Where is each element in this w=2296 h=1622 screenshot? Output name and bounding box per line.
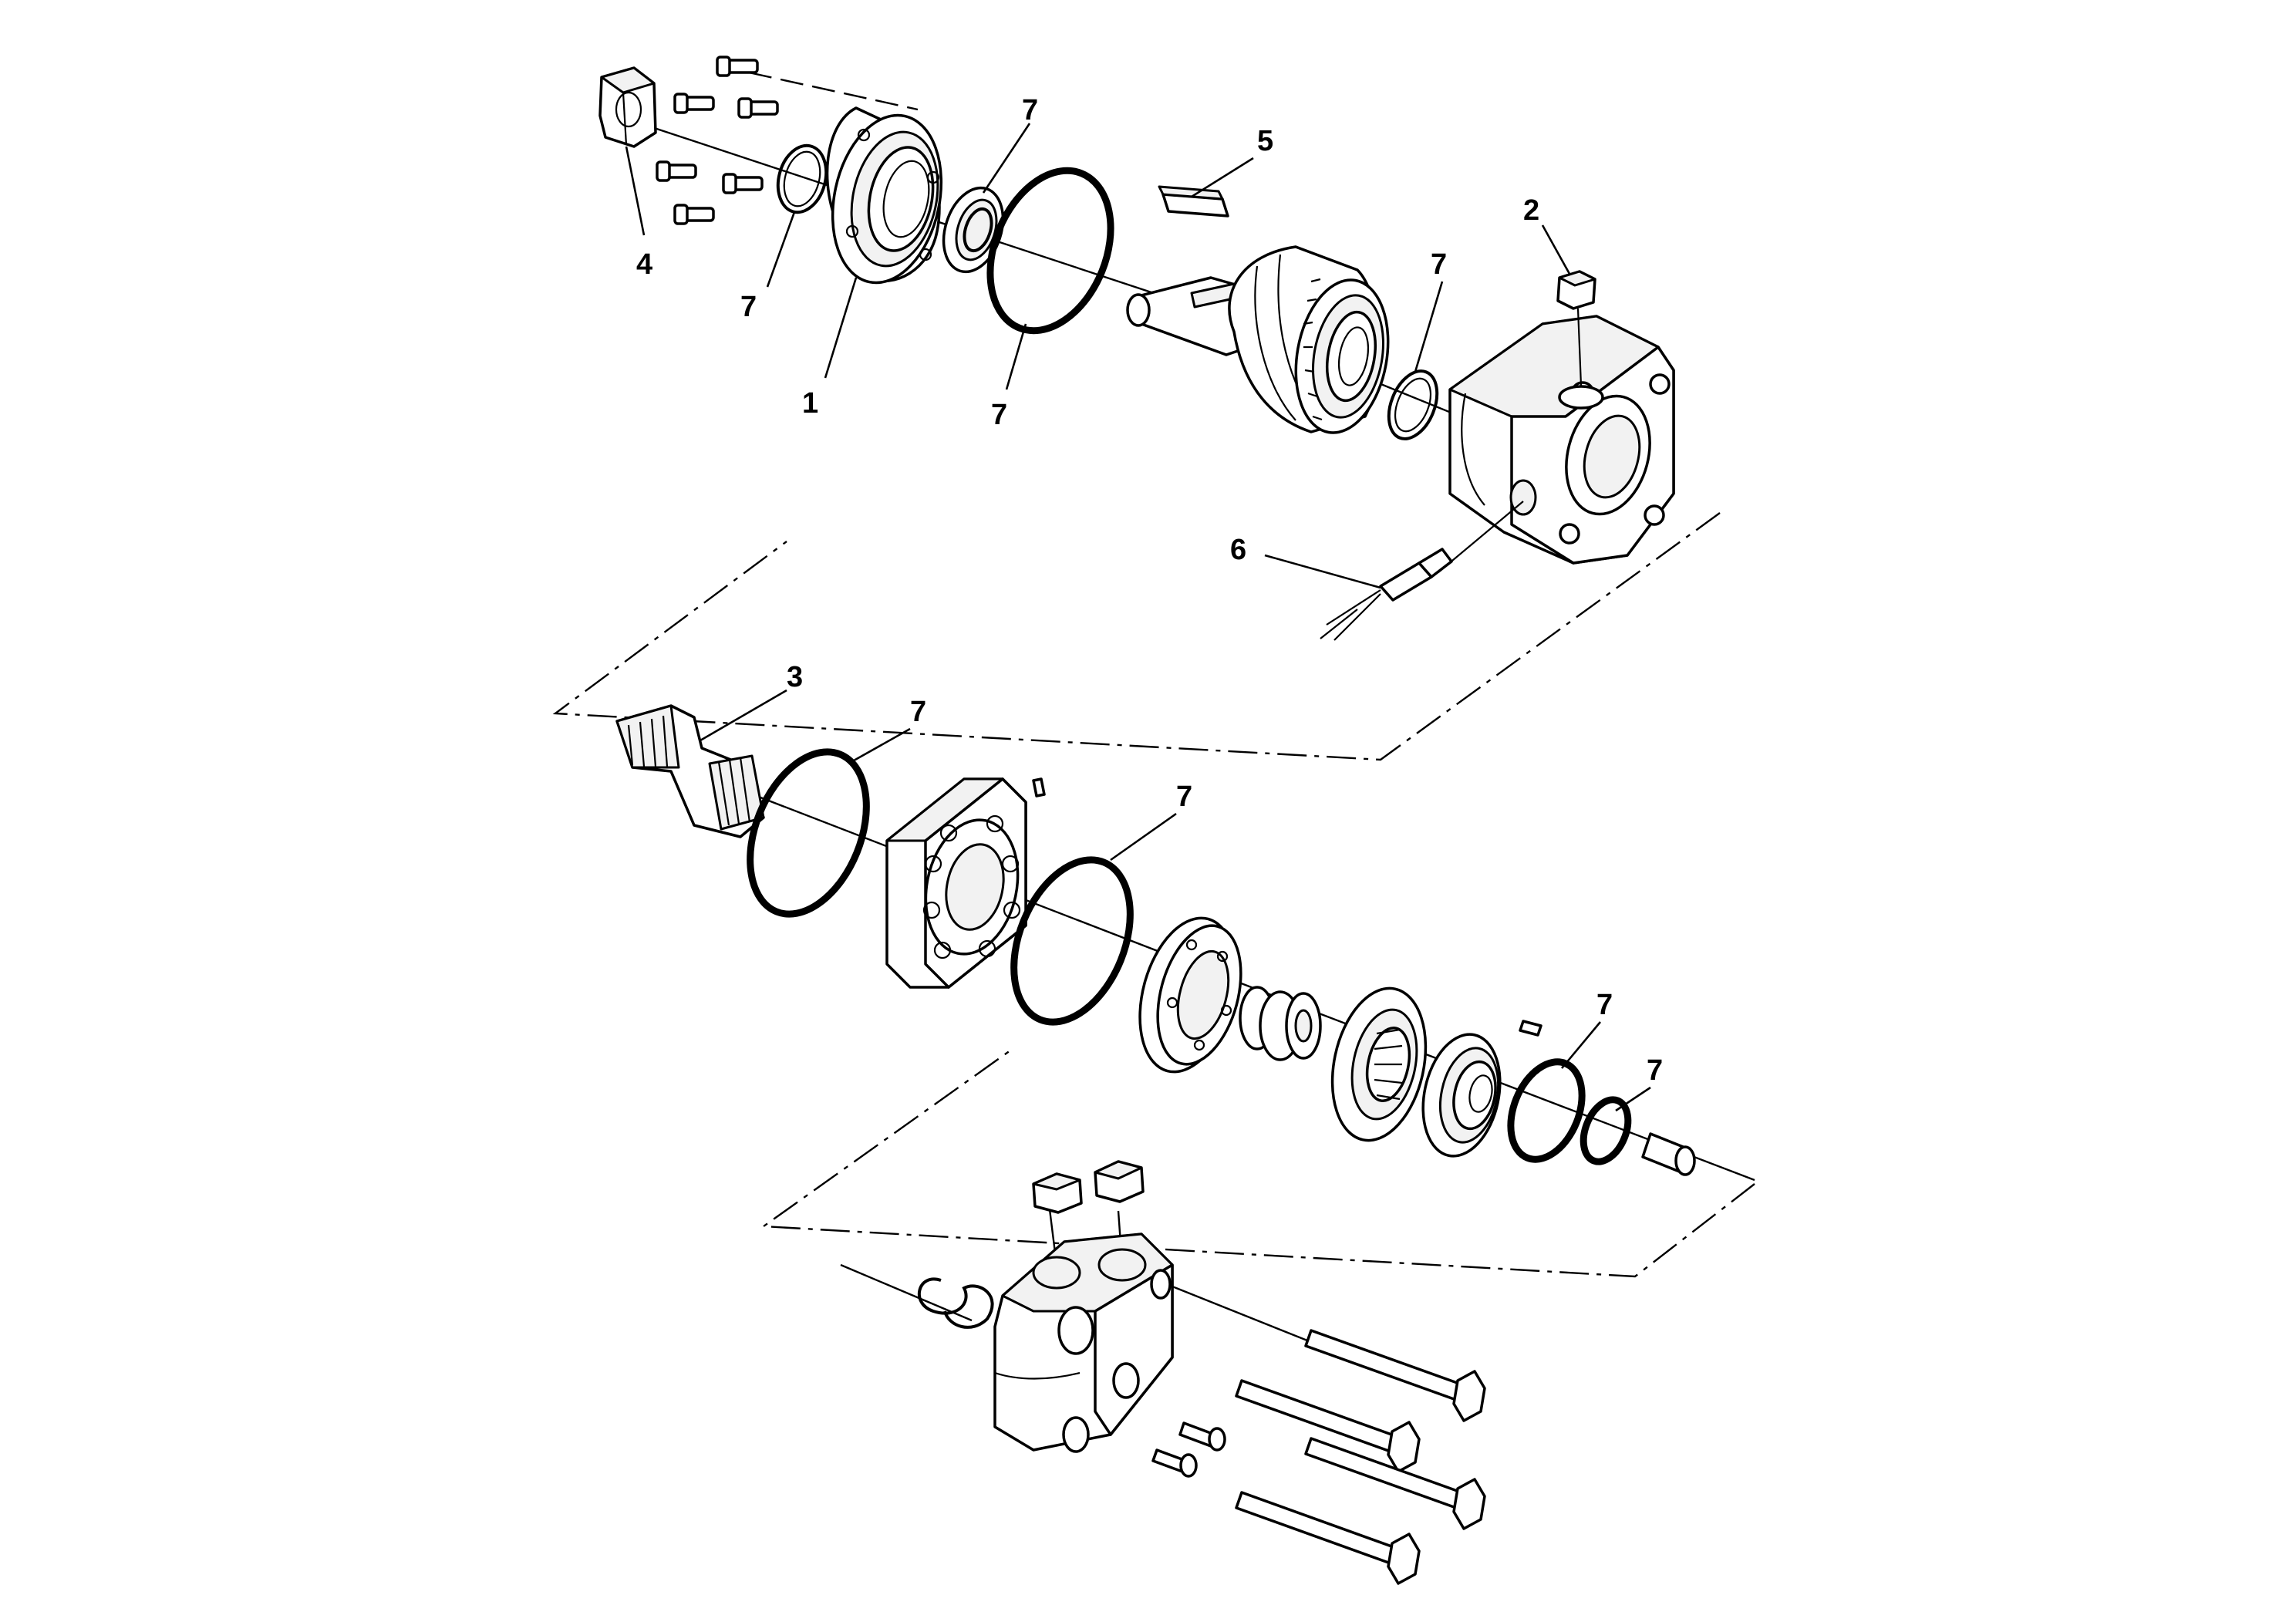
key-part-5 [1158,185,1229,218]
spacer-plate [885,777,1027,989]
callout-label-7: 7 [740,291,757,323]
valve-plate [1138,916,1242,1074]
end-cylinder [1641,1132,1696,1176]
callout-label-7: 7 [1647,1054,1663,1087]
callout-label-2: 2 [1523,194,1539,227]
end-cover-housing [993,1233,1174,1453]
bolt [673,93,715,114]
o-ring-large-upper [986,167,1114,335]
group-boundary-lower [760,1050,1755,1278]
bolt [737,97,779,119]
bolt [673,204,715,225]
long-bolt [1235,1491,1421,1585]
callout-label-7: 7 [1596,989,1613,1021]
o-ring-small-upper-left [776,143,828,214]
o-ring-figure-eight [918,1277,994,1329]
coupling-nut-part-4 [598,66,657,148]
callout-label-7: 7 [1176,781,1192,813]
long-bolt [1304,1437,1486,1530]
callout-label-1: 1 [802,387,818,420]
output-shaft-assembly [1126,245,1390,434]
callout-label-4: 4 [636,248,652,281]
o-ring-large-middle-left [747,748,870,918]
callout-label-7: 7 [910,696,926,728]
screw-small [1178,1421,1226,1452]
port-plug-left [1032,1172,1083,1214]
flange-housing-part-1 [825,106,943,285]
bolt [716,56,759,77]
screw-small [1151,1448,1198,1478]
o-ring-lower-right-large [1507,1058,1586,1163]
group-boundary-upper [552,512,1721,761]
pin-lower-middle [1519,1020,1542,1037]
seal-ring-upper [942,186,1005,274]
callout-label-6: 6 [1230,534,1246,566]
gear-set [1239,986,1322,1061]
callout-label-5: 5 [1257,125,1273,157]
long-bolt [1304,1329,1486,1422]
callout-labels: 4 7 1 7 7 5 2 7 6 3 7 7 7 7 [636,94,1663,1087]
sensor-part-6 [1320,501,1524,641]
main-housing [1448,315,1675,565]
pin-upper-middle [1032,777,1046,798]
plug-part-2 [1556,270,1596,386]
bolt-set-upper [656,56,779,225]
long-bolt [1235,1379,1421,1473]
bolt [656,160,697,182]
drive-shaft-part-3 [615,704,765,838]
port-plug-right [1094,1160,1145,1203]
rotor-ring [1330,986,1428,1142]
callout-leaders [625,123,1651,1112]
o-ring-lower-right-small [1580,1096,1632,1165]
callout-label-7: 7 [1431,248,1447,281]
end-seal-cap [1421,1033,1502,1158]
o-ring-housing-front [1387,369,1439,440]
callout-label-7: 7 [991,399,1007,431]
o-ring-large-middle [1010,856,1134,1026]
bolt [722,173,764,194]
callout-label-7: 7 [1022,94,1038,126]
callout-label-3: 3 [787,661,803,693]
